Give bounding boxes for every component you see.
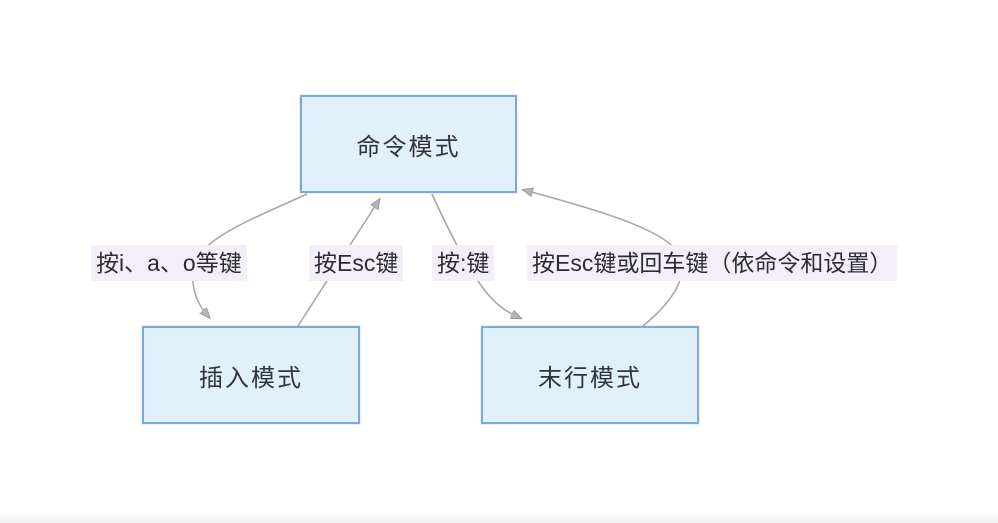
edge-label-press-esc: 按Esc键 (309, 245, 404, 281)
node-command-mode-label: 命令模式 (356, 133, 461, 161)
node-lastline-mode-label: 末行模式 (538, 364, 642, 392)
edge-label-press-i-a-o: 按i、a、o等键 (91, 245, 247, 281)
bottom-edge-shadow (0, 515, 998, 523)
node-command-mode: 命令模式 (300, 95, 517, 193)
edge-label-press-colon: 按:键 (432, 245, 495, 281)
node-insert-mode: 插入模式 (142, 326, 360, 424)
edge-command-to-lastline (431, 193, 520, 318)
node-insert-mode-label: 插入模式 (199, 364, 303, 392)
edge-label-press-esc-or-enter: 按Esc键或回车键（依命令和设置） (527, 245, 898, 281)
node-lastline-mode: 末行模式 (481, 326, 699, 424)
